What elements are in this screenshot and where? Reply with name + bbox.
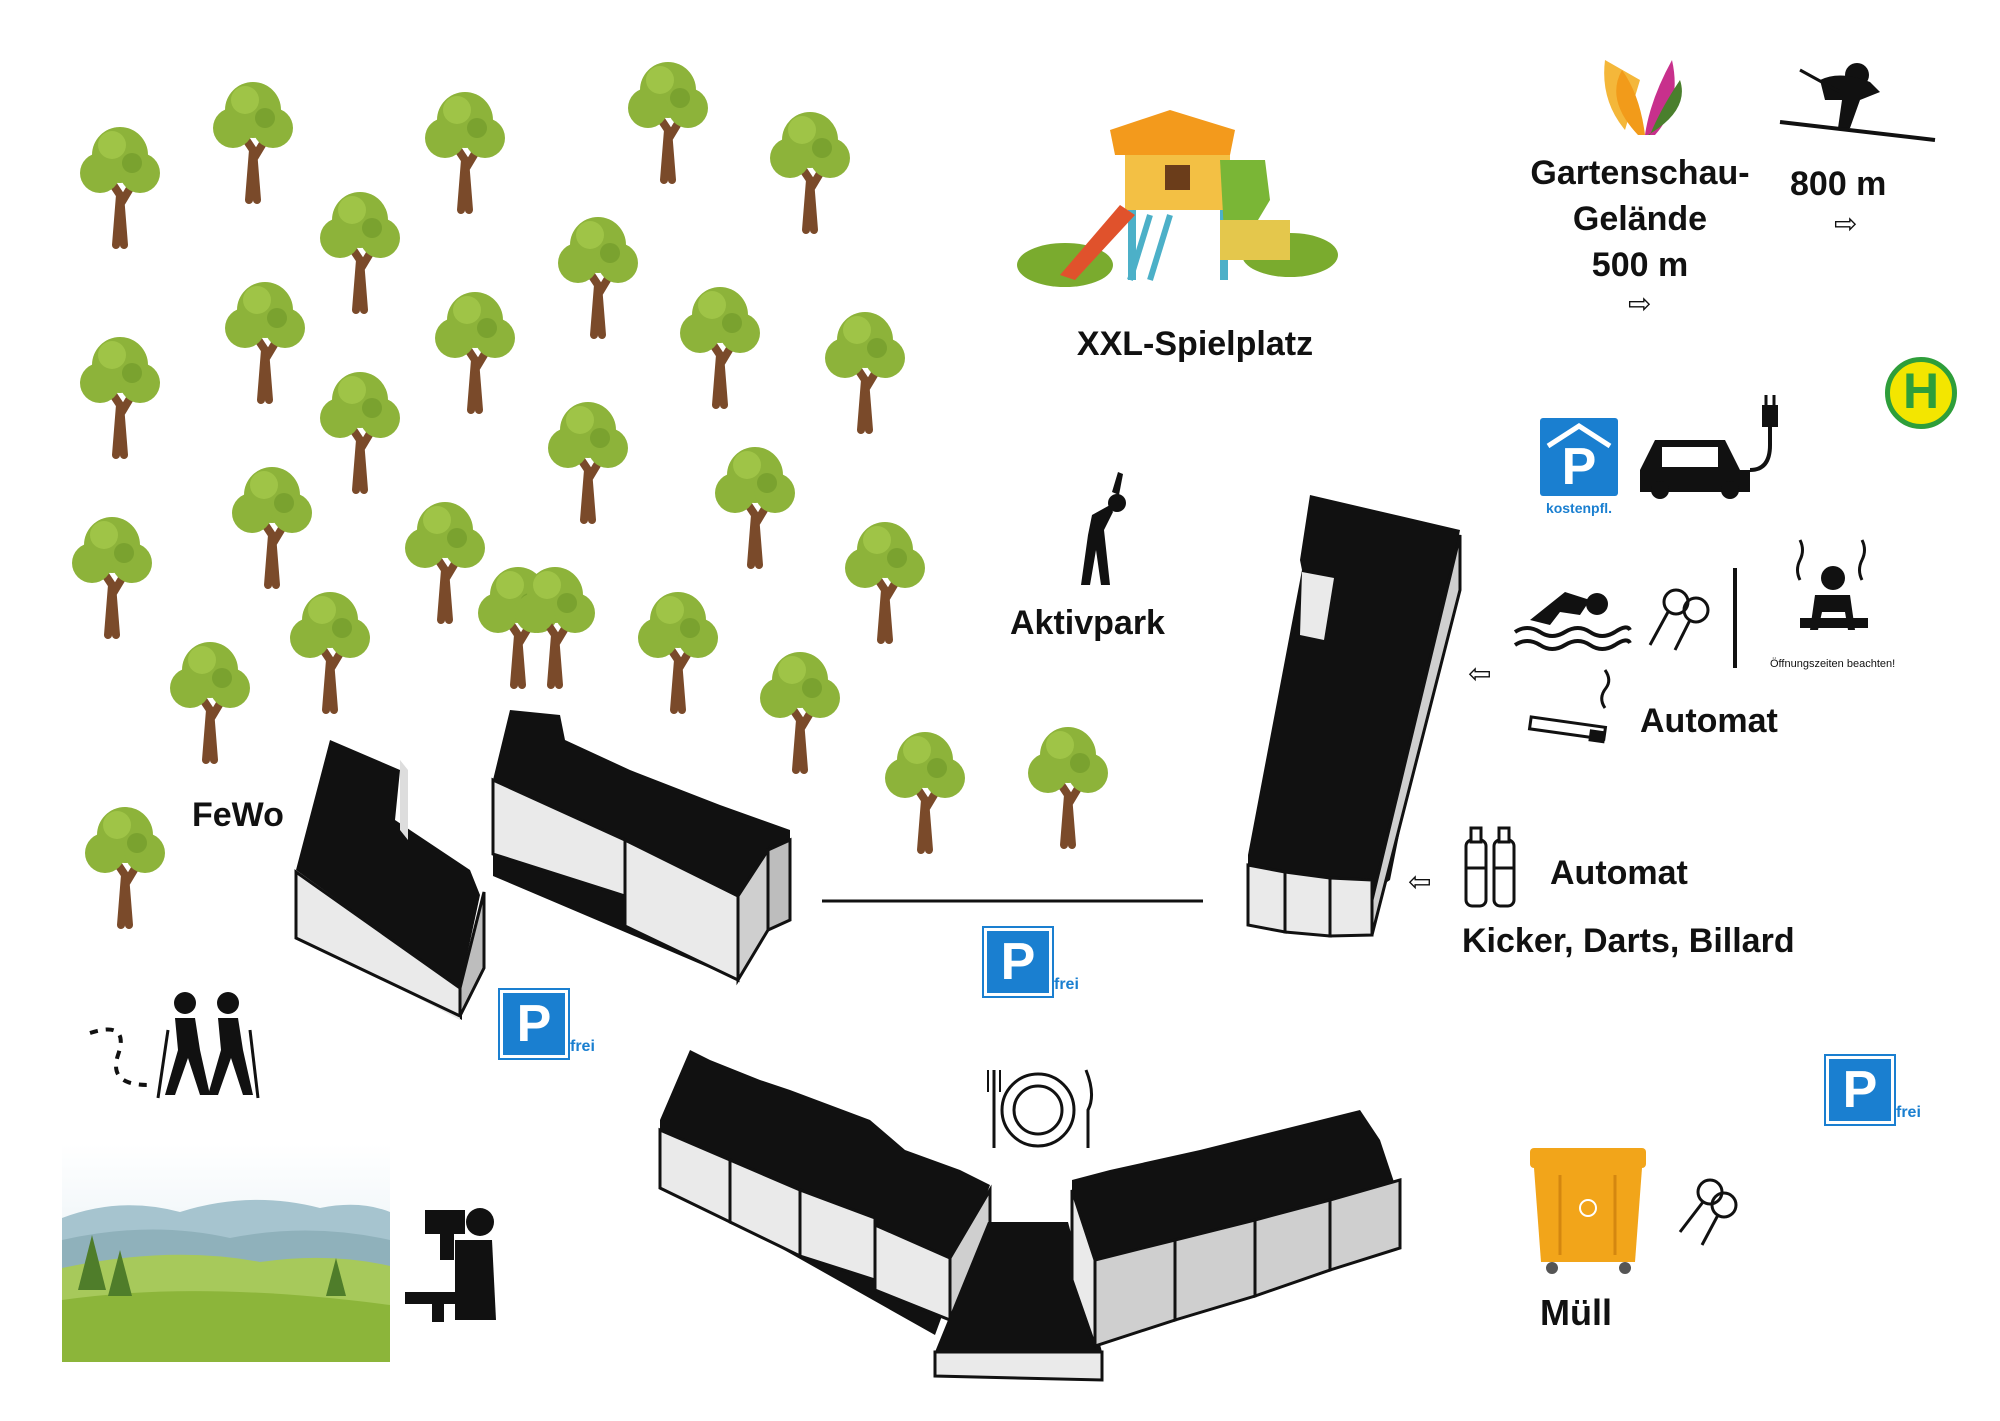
tree-icon — [628, 62, 708, 184]
tree-icon — [558, 217, 638, 339]
waste-label: Müll — [1540, 1292, 1612, 1333]
gartenschau-label-line2: Gelände — [1572, 200, 1708, 238]
tree-icon — [680, 287, 760, 409]
tree-icon — [845, 522, 925, 644]
parking-fewo-caption: frei — [570, 1038, 595, 1055]
arrow-left-icon-2: ⇦ — [1408, 865, 1432, 898]
tree-icon — [770, 112, 850, 234]
tree-icon — [638, 592, 718, 714]
games-label: Kicker, Darts, Billard — [1462, 922, 1795, 960]
fewo-label: FeWo — [192, 796, 284, 834]
tree-icon — [715, 447, 795, 569]
arrow-right-icon: ⇨ — [1628, 287, 1652, 320]
building-right — [1246, 495, 1462, 938]
tree-icon — [232, 467, 312, 589]
tree-icon — [320, 372, 400, 494]
tree-icon — [825, 312, 905, 434]
playground-label: XXL-Spielplatz — [1076, 325, 1314, 363]
tree-icon — [85, 807, 165, 929]
gartenschau-label: Gartenschau- Gelände 500 m — [1500, 150, 1780, 288]
building-restaurant — [658, 1050, 1402, 1382]
parking-garage-icon: P — [1540, 418, 1618, 496]
divider — [1733, 568, 1737, 668]
ski-distance: 800 m — [1790, 165, 1887, 203]
parking-center-caption: frei — [1054, 976, 1079, 993]
tree-icon — [72, 517, 152, 639]
parking-sign-right: P — [1824, 1054, 1896, 1126]
tree-icon — [213, 82, 293, 204]
parking-sign-fewo: P — [498, 988, 570, 1060]
cigarette-automat-label: Automat — [1640, 702, 1778, 740]
parking-right-caption: frei — [1896, 1104, 1921, 1121]
tree-icon — [425, 92, 505, 214]
building-fewo — [294, 740, 486, 1020]
tree-icon — [170, 642, 250, 764]
gartenschau-label-line1: Gartenschau- — [1530, 154, 1750, 192]
drinks-automat-label: Automat — [1550, 854, 1688, 892]
bus-stop-icon: H — [1885, 357, 1957, 429]
tree-icon — [435, 292, 515, 414]
gartenschau-distance: 500 m — [1591, 246, 1689, 284]
tree-icon — [290, 592, 370, 714]
trail-path — [89, 1027, 149, 1087]
tree-icon — [405, 502, 485, 624]
tree-icon — [80, 337, 160, 459]
arrow-left-icon: ⇦ — [1468, 657, 1492, 690]
arrow-right-icon-ski: ⇨ — [1834, 207, 1858, 240]
tree-icon — [225, 282, 305, 404]
parking-garage-caption: kostenpfl. — [1545, 500, 1613, 516]
tree-icon — [320, 192, 400, 314]
aktivpark-label: Aktivpark — [1010, 604, 1165, 642]
tree-icon — [515, 567, 595, 689]
tree-icon — [1028, 727, 1108, 849]
tree-icon — [885, 732, 965, 854]
tree-icon — [80, 127, 160, 249]
opening-hours-note: Öffnungszeiten beachten! — [1770, 658, 1896, 670]
parking-garage-glyph: P — [1561, 438, 1597, 496]
tree-icon — [548, 402, 628, 524]
building-middle — [491, 710, 792, 986]
tree-icon — [760, 652, 840, 774]
parking-sign-center: P — [982, 926, 1054, 998]
